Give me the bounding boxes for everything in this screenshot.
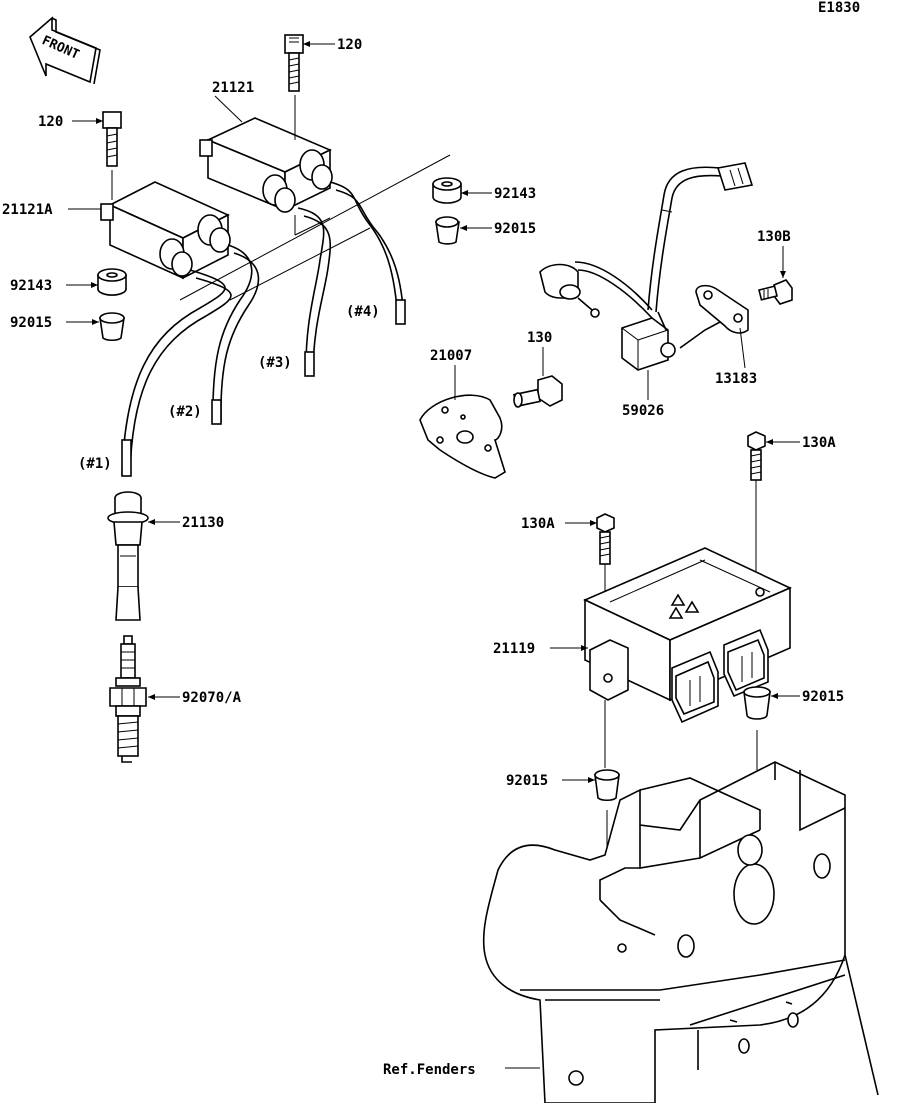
label-13183: 13183 (715, 371, 757, 387)
collar-92143-right (432, 177, 462, 204)
label-92070A: 92070/A (182, 690, 242, 706)
crank-sensor-59026 (539, 162, 754, 371)
bracket-13183 (679, 284, 749, 349)
ignition-coil-21121A (100, 170, 231, 280)
label-59026: 59026 (622, 403, 664, 419)
label-cyl1: (#1) (78, 456, 112, 472)
label-92015-right: 92015 (494, 221, 536, 237)
label-130: 130 (527, 330, 552, 346)
collar-92143-left (97, 268, 127, 296)
bolt-120-top (284, 34, 335, 92)
label-21119: 21119 (493, 641, 535, 657)
front-arrow-icon: FRONT (29, 16, 101, 85)
grommet-92015-right (435, 216, 460, 245)
bolt-130A-right (747, 431, 766, 590)
label-92015-ecu-left: 92015 (506, 773, 548, 789)
bolt-120-left (72, 111, 122, 167)
grommet-92015-ecu-right (743, 686, 771, 810)
mounting-plate-lines (179, 154, 451, 301)
bolt-130 (513, 375, 563, 408)
label-92015-left: 92015 (10, 315, 52, 331)
label-92143-left: 92143 (10, 278, 52, 294)
label-92015-ecu-right: 92015 (802, 689, 844, 705)
bolt-130B (758, 279, 793, 305)
ignition-coil-21121 (199, 95, 333, 235)
fender-bracket (482, 761, 879, 1104)
label-cyl3: (#3) (258, 355, 292, 371)
label-130A-right: 130A (802, 435, 836, 451)
label-120-left: 120 (38, 114, 63, 130)
label-cyl2: (#2) (168, 404, 202, 420)
label-21121: 21121 (212, 80, 254, 96)
label-cyl4: (#4) (346, 304, 380, 320)
label-130A-left: 130A (521, 516, 555, 532)
spark-plug-92070A (109, 635, 147, 763)
label-21130: 21130 (182, 515, 224, 531)
grommet-92015-left (99, 312, 125, 342)
ecu-21119 (583, 547, 792, 724)
plug-cap-21130 (107, 491, 149, 621)
grommet-92015-ecu-left (594, 700, 620, 855)
label-ref-fenders: Ref.Fenders (383, 1062, 476, 1078)
label-92143-right: 92143 (494, 186, 536, 202)
label-21007: 21007 (430, 348, 472, 364)
pickup-plate-21007 (419, 394, 506, 479)
label-21121A: 21121A (2, 202, 53, 218)
ht-leads (121, 181, 406, 477)
diagram-code: E1830 (818, 0, 860, 16)
label-120-top: 120 (337, 37, 362, 53)
label-130B: 130B (757, 229, 791, 245)
